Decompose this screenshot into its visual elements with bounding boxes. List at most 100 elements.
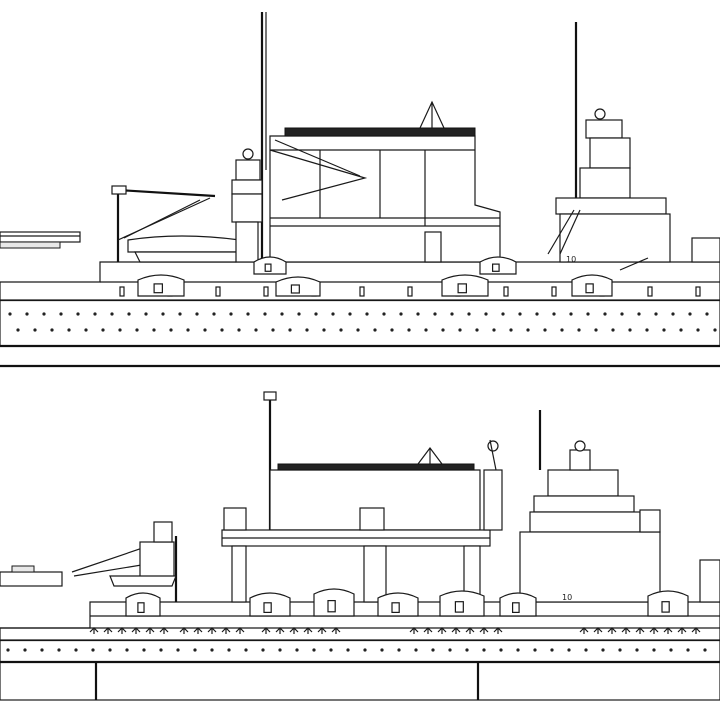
turret-hatch <box>153 283 163 294</box>
porthole <box>380 648 384 652</box>
deck-hatch <box>359 286 365 297</box>
porthole <box>193 648 197 652</box>
porthole <box>314 312 318 316</box>
gun-turret <box>647 590 689 617</box>
porthole <box>448 648 452 652</box>
lower-hull-portholes <box>6 648 707 652</box>
gun-turret <box>439 590 485 617</box>
aa-mount <box>451 627 461 634</box>
porthole <box>662 328 666 332</box>
porthole <box>33 328 37 332</box>
upper-crane <box>111 185 216 262</box>
porthole <box>509 328 513 332</box>
porthole <box>176 648 180 652</box>
aa-mount <box>579 627 589 634</box>
upper-aft-tower <box>231 12 267 263</box>
porthole <box>142 648 146 652</box>
porthole <box>407 328 411 332</box>
lower-forward-tower: 10 <box>519 410 720 603</box>
aa-mount <box>677 627 687 634</box>
gun-turret <box>441 274 489 297</box>
porthole <box>703 648 707 652</box>
lower-hull <box>0 638 720 701</box>
porthole <box>25 312 29 316</box>
porthole <box>603 312 607 316</box>
porthole <box>458 328 462 332</box>
porthole <box>297 312 301 316</box>
deck-hatch <box>647 286 653 297</box>
porthole <box>645 328 649 332</box>
gun-turret <box>479 256 517 275</box>
aa-mount <box>649 627 659 634</box>
porthole <box>543 328 547 332</box>
porthole <box>611 328 615 332</box>
porthole <box>101 328 105 332</box>
porthole <box>382 312 386 316</box>
deck-hatch <box>119 286 125 297</box>
upper-hull-number: 10 <box>566 255 576 264</box>
porthole <box>40 648 44 652</box>
upper-forward-tower: 10 <box>547 22 671 271</box>
aa-mount <box>131 627 141 634</box>
porthole <box>127 312 131 316</box>
porthole <box>348 312 352 316</box>
porthole <box>135 328 139 332</box>
porthole <box>433 312 437 316</box>
aa-mount <box>103 627 113 634</box>
lower-central-deckhouse <box>221 391 503 603</box>
porthole <box>671 312 675 316</box>
porthole <box>237 328 241 332</box>
turret-hatch <box>263 602 272 613</box>
upper-aft-catapult <box>0 231 81 249</box>
porthole <box>465 648 469 652</box>
porthole <box>365 312 369 316</box>
turret-hatch <box>290 284 300 294</box>
porthole <box>356 328 360 332</box>
porthole <box>416 312 420 316</box>
porthole <box>560 328 564 332</box>
aa-mount <box>193 627 203 634</box>
porthole <box>482 648 486 652</box>
deck-hatch <box>695 286 701 297</box>
porthole <box>526 328 530 332</box>
porthole <box>424 328 428 332</box>
porthole <box>254 328 258 332</box>
upper-ship-profile: 10 <box>0 12 720 368</box>
porthole <box>305 328 309 332</box>
porthole <box>125 648 129 652</box>
porthole <box>288 328 292 332</box>
lower-aft-catapult <box>0 565 63 587</box>
porthole <box>74 648 78 652</box>
porthole <box>261 648 265 652</box>
porthole <box>23 648 27 652</box>
porthole <box>295 648 299 652</box>
porthole <box>618 648 622 652</box>
porthole <box>227 648 231 652</box>
lower-deck-fittings <box>89 627 701 634</box>
porthole <box>152 328 156 332</box>
porthole <box>203 328 207 332</box>
porthole <box>329 648 333 652</box>
porthole <box>263 312 267 316</box>
deck-hatch <box>215 286 221 297</box>
porthole <box>84 328 88 332</box>
porthole <box>475 328 479 332</box>
porthole <box>57 648 61 652</box>
turret-hatch <box>661 601 670 613</box>
porthole <box>552 312 556 316</box>
porthole <box>679 328 683 332</box>
lower-deck-band <box>0 601 720 641</box>
porthole <box>363 648 367 652</box>
aa-mount <box>663 627 673 634</box>
aa-mount <box>159 627 169 634</box>
porthole <box>518 312 522 316</box>
aa-mount <box>235 627 245 634</box>
porthole <box>652 648 656 652</box>
porthole <box>50 328 54 332</box>
upper-gun-mounts <box>137 256 613 297</box>
porthole <box>516 648 520 652</box>
porthole <box>620 312 624 316</box>
porthole <box>346 648 350 652</box>
porthole <box>8 312 12 316</box>
